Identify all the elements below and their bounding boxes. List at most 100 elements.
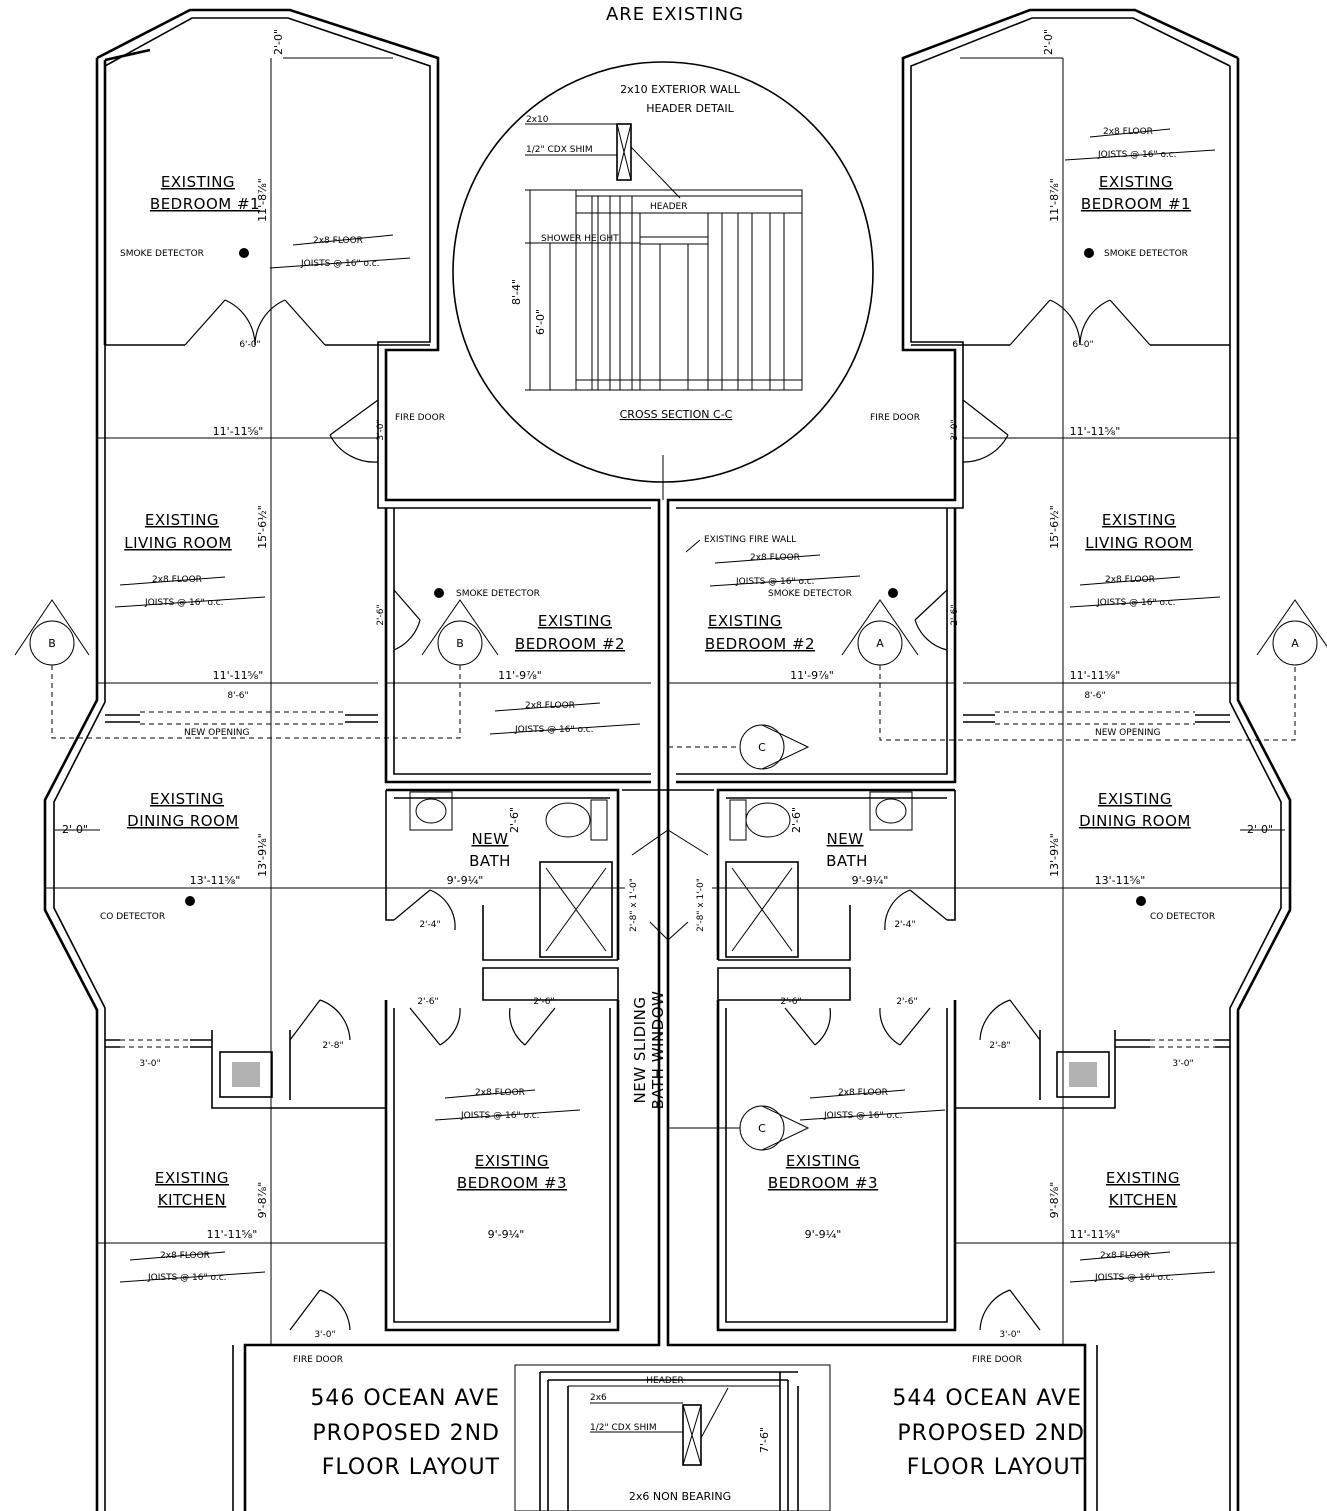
fire-wall-label: EXISTING FIRE WALL: [704, 535, 796, 545]
detail-label-shim: 1/2" CDX SHIM: [526, 145, 593, 155]
dim-8-6-left: 8'-6": [227, 691, 248, 701]
joist-note-floor: 2x8 FLOOR: [313, 236, 363, 246]
marker-a-inner: A: [876, 637, 884, 650]
dim-2-4-right: 2'-4": [894, 920, 915, 930]
co-detector-icon: [185, 896, 195, 906]
dim-3-0-right-door: 3'-0": [950, 419, 960, 440]
joist-note-floor: 2x8 FLOOR: [1103, 127, 1153, 137]
joist-note-spacing: JOISTS @ 16" o.c.: [1096, 598, 1176, 608]
left-bed1-label-1: EXISTING: [161, 173, 235, 191]
cross-section-title: CROSS SECTION C-C: [620, 408, 733, 421]
co-detector-label: CO DETECTOR: [100, 912, 165, 922]
right-kitchen-label-2: KITCHEN: [1109, 1191, 1178, 1209]
joist-note-spacing: JOISTS @ 16" o.c.: [300, 259, 380, 269]
dim-2-6-right-bath: 2'-6": [790, 807, 803, 833]
bottom-detail-caption: 2x6 NON BEARING: [629, 1490, 731, 1503]
new-opening-label: NEW OPENING: [1095, 728, 1160, 738]
left-title-line-1: 546 OCEAN AVE: [310, 1386, 500, 1411]
dim-3-0-left-door: 3'-0": [376, 419, 386, 440]
dim-11-11-left-3: 11'-11⅝": [207, 1228, 258, 1241]
marker-b-outer: B: [48, 637, 56, 650]
joist-note-spacing: JOISTS @ 16" o.c.: [460, 1111, 540, 1121]
section-marker-b-left: [14, 599, 499, 739]
dimension-lines: [45, 57, 1290, 1345]
detail-label-shower: SHOWER HEIGHT: [541, 234, 619, 244]
joist-note-floor: 2x8 FLOOR: [838, 1088, 888, 1098]
detector-symbols: [185, 248, 1146, 906]
marker-c-lower: C: [758, 1122, 766, 1135]
left-dining-label-1: EXISTING: [150, 790, 224, 808]
fire-door-label: FIRE DOOR: [972, 1355, 1022, 1365]
dim-dining-width-left: 13'-11⅝": [190, 874, 241, 887]
dim-11-11-left-2: 11'-11⅝": [213, 669, 264, 682]
dim-11-11-right-3: 11'-11⅝": [1070, 1228, 1121, 1241]
smoke-detector-icon: [888, 588, 898, 598]
joist-note-floor: 2x8 FLOOR: [475, 1088, 525, 1098]
marker-b-inner: B: [456, 637, 464, 650]
window-label-1: NEW SLIDING: [631, 997, 649, 1104]
right-title-line-1: 544 OCEAN AVE: [892, 1386, 1082, 1411]
window-label-2: BATH WINDOW: [649, 991, 667, 1110]
bottom-detail-2x6: 2x6: [590, 1393, 607, 1403]
dim-dining-depth-left: 13'-9⅛": [256, 833, 269, 877]
detail-label-header: HEADER: [650, 202, 687, 212]
marker-a-outer: A: [1291, 637, 1299, 650]
dim-living-left: 15'-6½": [256, 505, 269, 549]
co-detector-icon: [1136, 896, 1146, 906]
dim-kitchen-right: 9'-8⅞": [1048, 1182, 1061, 1219]
left-title-line-2: PROPOSED 2ND: [312, 1421, 500, 1446]
left-bath-label-1: NEW: [471, 830, 508, 848]
left-living-label-1: EXISTING: [145, 511, 219, 529]
joist-note-spacing: JOISTS @ 16" o.c.: [514, 725, 594, 735]
right-unit-walls: [666, 8, 1292, 1511]
left-kitchen-label-1: EXISTING: [155, 1169, 229, 1187]
fire-door-label: FIRE DOOR: [395, 413, 445, 423]
bath-fixtures: [409, 791, 913, 958]
left-kitchen-label-2: KITCHEN: [158, 1191, 227, 1209]
new-opening-label: NEW OPENING: [184, 728, 249, 738]
dim-2-6-left-bed3a: 2'-6": [417, 997, 438, 1007]
bottom-detail-dim: 7'-6": [758, 1427, 771, 1453]
right-kitchen-label-1: EXISTING: [1106, 1169, 1180, 1187]
dim-2-6-right-bed3b: 2'-6": [896, 997, 917, 1007]
dim-bed3-left: 9'-9¼": [488, 1228, 525, 1241]
smoke-detector-label: SMOKE DETECTOR: [1104, 249, 1188, 259]
dim-dining-width-right: 13'-11⅝": [1095, 874, 1146, 887]
dim-11-11-right-1: 11'-11⅝": [1070, 425, 1121, 438]
dim-3-0-left-kitchen: 3'-0": [314, 1330, 335, 1340]
smoke-detector-icon: [434, 588, 444, 598]
dim-2-8-left: 2'-8": [322, 1041, 343, 1051]
top-note: ARE EXISTING: [606, 4, 744, 25]
left-bed2-label-1: EXISTING: [538, 612, 612, 630]
dim-3-0-left-opening: 3'-0": [139, 1059, 160, 1069]
right-bed2-label-2: BEDROOM #2: [705, 635, 815, 653]
right-bed3-label-2: BEDROOM #3: [768, 1174, 878, 1192]
dim-bed1-left: 11'-8⅞": [256, 178, 269, 222]
left-bath-label-2: BATH: [469, 852, 511, 870]
right-bed1-label-2: BEDROOM #1: [1081, 195, 1191, 213]
dim-3-0-right-kitchen: 3'-0": [999, 1330, 1020, 1340]
right-bed3-label-1: EXISTING: [786, 1152, 860, 1170]
marker-c-upper: C: [758, 741, 766, 754]
right-living-label-1: EXISTING: [1102, 511, 1176, 529]
right-dining-label-1: EXISTING: [1098, 790, 1172, 808]
window-size-left: 2'-8" x 1'-0": [629, 878, 639, 932]
detail-title-1: 2x10 EXTERIOR WALL: [620, 83, 741, 96]
section-marker-a-right: [841, 599, 1327, 741]
left-bed3-label-1: EXISTING: [475, 1152, 549, 1170]
dim-2-6-left-bed2: 2'-6": [376, 604, 386, 625]
detail-dim-shower: 6'-0": [534, 309, 547, 335]
detail-title-2: HEADER DETAIL: [646, 102, 734, 115]
smoke-detector-icon: [239, 248, 249, 258]
dim-kitchen-left: 9'-8⅞": [256, 1182, 269, 1219]
dim-bed3-right: 9'-9¼": [805, 1228, 842, 1241]
left-bed1-label-2: BEDROOM #1: [150, 195, 260, 213]
dim-8-6-right: 8'-6": [1084, 691, 1105, 701]
right-bath-label-1: NEW: [826, 830, 863, 848]
fire-wall: [658, 508, 669, 790]
joist-note-spacing: JOISTS @ 16" o.c.: [147, 1273, 227, 1283]
left-living-label-2: LIVING ROOM: [124, 534, 232, 552]
dim-6-0-left: 6'-0": [239, 340, 260, 350]
dim-bed2-right: 11'-9⅞": [790, 669, 834, 682]
dim-bed1-right: 11'-8⅞": [1048, 178, 1061, 222]
